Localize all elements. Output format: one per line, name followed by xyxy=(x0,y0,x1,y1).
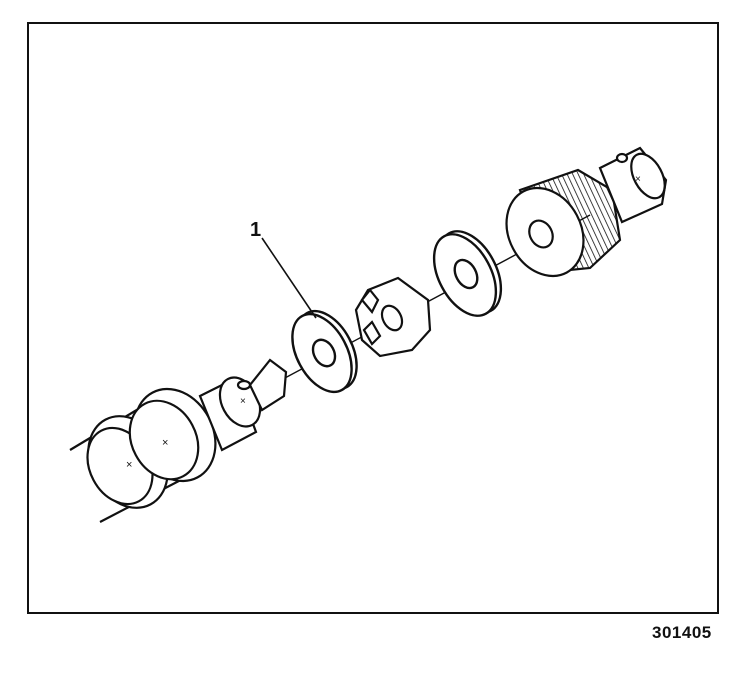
thrust-washer-2 xyxy=(432,230,503,317)
drive-gear xyxy=(505,168,622,278)
callout-leader-line xyxy=(261,237,317,319)
armature-shaft xyxy=(69,358,288,523)
figure-number: 301405 xyxy=(652,623,712,642)
retainer-cam xyxy=(354,276,432,358)
callout-label: 1 xyxy=(250,219,261,241)
shaft-mark-3: × xyxy=(240,396,246,407)
rear-shaft-end xyxy=(598,146,668,224)
shaft-mark-1: × xyxy=(126,459,132,471)
rear-shaft-mark: × xyxy=(635,174,641,185)
shaft-mark-2: × xyxy=(162,437,168,449)
thrust-washer-1 xyxy=(291,309,358,394)
